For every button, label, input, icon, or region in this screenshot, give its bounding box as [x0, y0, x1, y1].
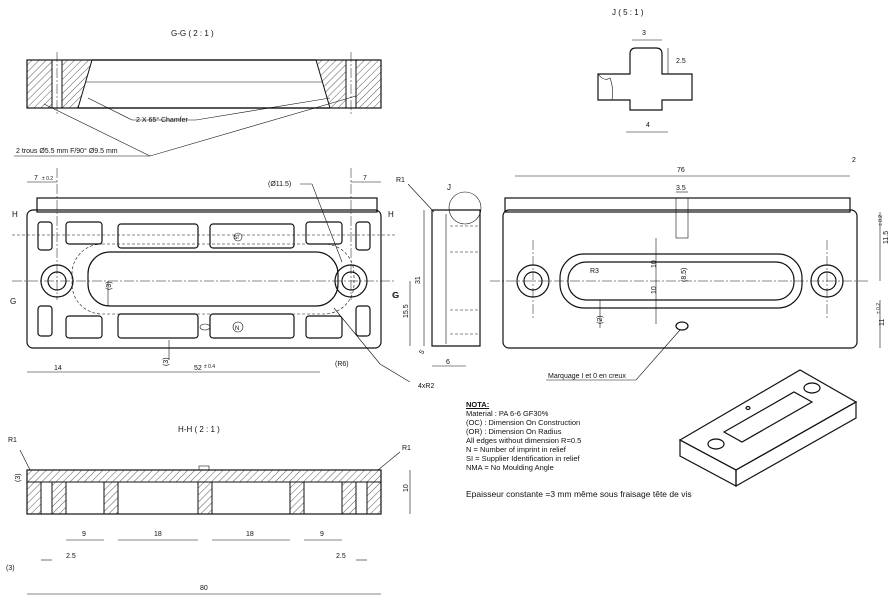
section-gg-title: G-G ( 2 : 1 )	[171, 29, 214, 38]
chamfer-label: 2 X 65° Chamfer	[136, 116, 188, 124]
side-dim-6: 6	[446, 359, 450, 366]
section-gg-hatch-left	[26, 59, 53, 109]
side-view-body	[431, 209, 481, 347]
side-dim-155: 15.5	[403, 304, 410, 318]
back-view-body	[502, 209, 858, 349]
svg-text:2.5: 2.5	[336, 553, 346, 560]
front-dim-52: 52	[194, 365, 202, 372]
hh-r1-left: R1	[8, 437, 17, 444]
note-line-4: All edges without dimension R=0.5	[466, 436, 582, 445]
back-dim-11: 11	[879, 319, 886, 326]
notes-title: NOTA:	[466, 400, 490, 409]
holes-label: 2 trous Ø5.5 mm F/90° Ø9.5 mm	[16, 147, 118, 155]
front-dim-14: 14	[54, 365, 62, 372]
svg-text:± 0.2: ± 0.2	[42, 176, 53, 182]
note-line-7: NMA = No Moulding Angle	[466, 463, 554, 472]
svg-text:(3): (3)	[163, 357, 170, 366]
detail-j-height: 2.5	[676, 58, 686, 65]
marking-icon	[675, 321, 689, 331]
front-label-g-right: G	[393, 291, 399, 300]
note-line-5: N = Number of imprint in relief	[466, 445, 566, 454]
svg-text:± 0.4: ± 0.4	[204, 364, 215, 370]
notes-block: NOTA: Material : PA 6-6 GF30% (OC) : Dim…	[466, 400, 581, 472]
detail-j-profile	[597, 47, 693, 111]
detail-j-title: J ( 5 : 1 )	[612, 8, 644, 17]
svg-text:10: 10	[651, 286, 658, 294]
detail-j-view: J ( 5 : 1 ) 3 2.5 4	[597, 8, 693, 133]
detail-j-callout-circle	[448, 191, 482, 225]
svg-text:(3): (3)	[15, 473, 22, 482]
section-hh-title: H-H ( 2 : 1 )	[178, 425, 220, 434]
marquage-label: Marquage I et 0 en creux	[548, 373, 626, 380]
detail-j-width-top: 3	[642, 30, 646, 37]
side-label-r1: R1	[396, 177, 405, 184]
svg-text:18: 18	[154, 531, 162, 538]
section-gg-view: G-G ( 2 : 1 ) 2 X 65° Chamfer 2 trous Ø5…	[14, 29, 382, 157]
note-line-3: (OR) : Dimension On Radius	[466, 427, 562, 436]
section-hh-view: H-H ( 2 : 1 ) R1 R1 (3) (3) 10 9 18 18 9…	[6, 425, 411, 595]
side-dim-31: 31	[415, 276, 422, 284]
front-view: SI N 7 ± 0.2 7 (Ø11.5) H H G G (3) (3) 1…	[10, 168, 434, 390]
svg-text:9: 9	[82, 531, 86, 538]
svg-text:9: 9	[320, 531, 324, 538]
hh-dim-10: 10	[403, 484, 410, 492]
front-label-g-left: G	[10, 297, 16, 306]
back-dim-r3: R3	[590, 268, 599, 275]
svg-text:± 0.2: ± 0.2	[876, 303, 882, 314]
thickness-note: Epaisseur constante =3 mm même sous frai…	[466, 489, 692, 499]
front-dim-7b: 7	[363, 175, 367, 182]
back-dim-2: 2	[852, 157, 856, 164]
hh-r1-right: R1	[402, 445, 411, 452]
side-label-j: J	[447, 183, 451, 192]
front-dim-r6: (R6)	[335, 361, 349, 368]
front-dim-7a: 7	[34, 175, 38, 182]
note-line-6: SI = Supplier Identification in relief	[466, 454, 580, 463]
back-dim-35: 3.5	[676, 185, 686, 192]
svg-text:± 0.2: ± 0.2	[878, 215, 884, 226]
side-view: J R1 31 15.5 G 6 5	[392, 177, 482, 367]
side-dim-5: 5	[418, 349, 426, 356]
front-slot	[87, 251, 339, 307]
mark-n-icon	[232, 321, 244, 333]
front-view-body	[26, 209, 382, 349]
svg-text:10: 10	[651, 260, 658, 268]
svg-text:18: 18	[246, 531, 254, 538]
front-dim-phi: (Ø11.5)	[268, 181, 291, 188]
svg-text:SI: SI	[234, 235, 239, 241]
isometric-view	[678, 369, 858, 488]
front-label-h-right: H	[388, 210, 394, 219]
svg-text:(8.5): (8.5)	[681, 268, 688, 282]
front-label-h-left: H	[12, 210, 18, 219]
front-dim-r2: 4xR2	[418, 383, 434, 390]
svg-text:(3): (3)	[6, 565, 15, 572]
back-view: 76 2 3.5 R3 10 10 (8.5) (2) 11.5 ± 0.2 1…	[490, 157, 890, 381]
note-line-1: Material : PA 6-6 GF30%	[466, 409, 549, 418]
svg-text:N: N	[235, 326, 239, 332]
svg-text:G: G	[392, 291, 398, 300]
section-gg-hatch-right	[355, 59, 382, 109]
svg-text:(3): (3)	[106, 281, 113, 290]
svg-text:2.5: 2.5	[66, 553, 76, 560]
hh-dim-80: 80	[200, 585, 208, 592]
back-dim-115: 11.5	[883, 231, 890, 244]
svg-text:(2): (2)	[597, 315, 604, 324]
note-line-2: (OC) : Dimension On Construction	[466, 418, 581, 427]
mark-si-icon	[233, 232, 243, 242]
back-dim-76: 76	[677, 167, 685, 174]
detail-j-width-bottom: 4	[646, 122, 650, 129]
